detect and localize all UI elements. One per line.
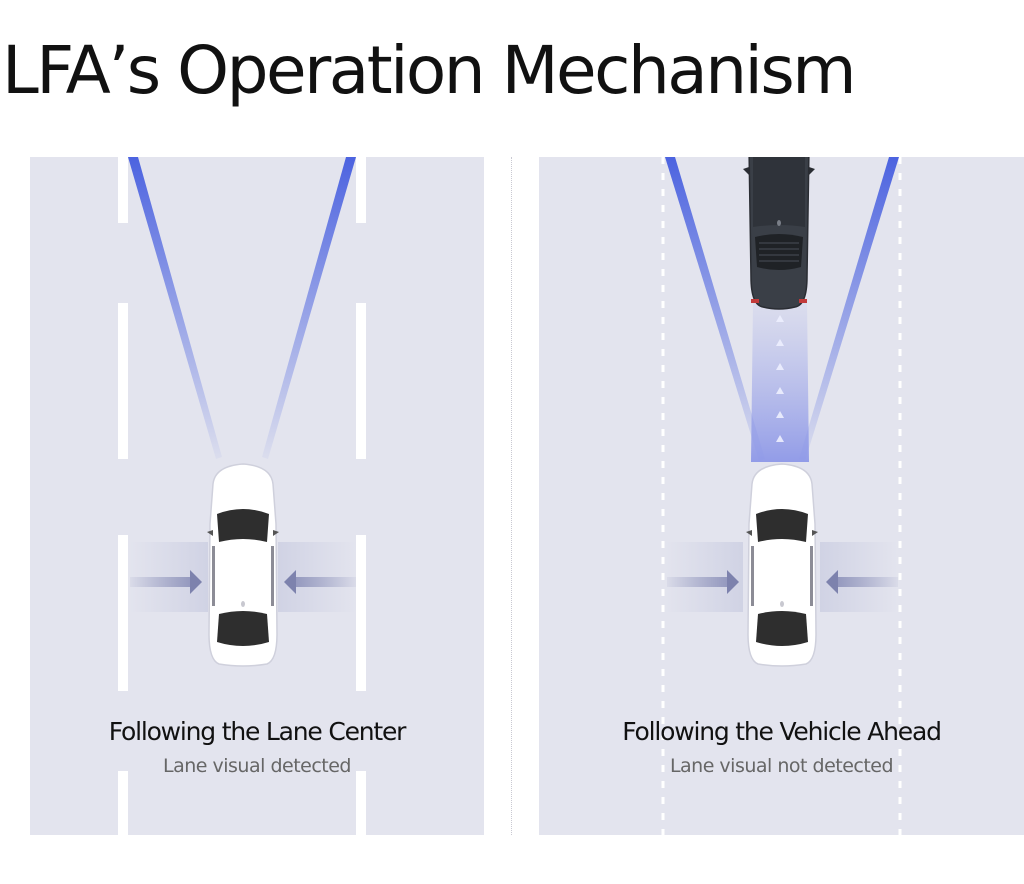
page-title: LFA’s Operation Mechanism — [2, 32, 857, 109]
ego-car-icon — [746, 463, 818, 667]
follow-beam — [751, 302, 809, 462]
ego-car-icon — [207, 463, 279, 667]
arrow-right-icon — [667, 570, 739, 594]
arrow-left-icon — [826, 570, 898, 594]
sensor-beam-right — [799, 157, 899, 461]
sensor-beam-left — [665, 157, 765, 461]
lane-center-scene — [118, 157, 366, 835]
panel-lane-center: Following the Lane Center Lane visual de… — [30, 157, 484, 835]
center-divider — [511, 157, 512, 835]
vehicle-ahead-scene — [661, 157, 902, 835]
lane-lines-solid — [118, 157, 366, 835]
vehicle-ahead-icon — [743, 157, 815, 310]
panel-heading: Following the Vehicle Ahead — [622, 717, 942, 746]
follow-beam-arrows — [776, 315, 784, 442]
sensor-beam-right — [262, 157, 356, 459]
panel-subheading: Lane visual not detected — [669, 755, 894, 777]
panel-vehicle-ahead: Following the Vehicle Ahead Lane visual … — [539, 157, 1024, 835]
arrow-left-icon — [284, 570, 356, 594]
panel-heading: Following the Lane Center — [108, 717, 407, 746]
sensor-beam-left — [128, 157, 222, 459]
arrow-right-icon — [130, 570, 202, 594]
panel-subheading: Lane visual detected — [163, 755, 351, 777]
